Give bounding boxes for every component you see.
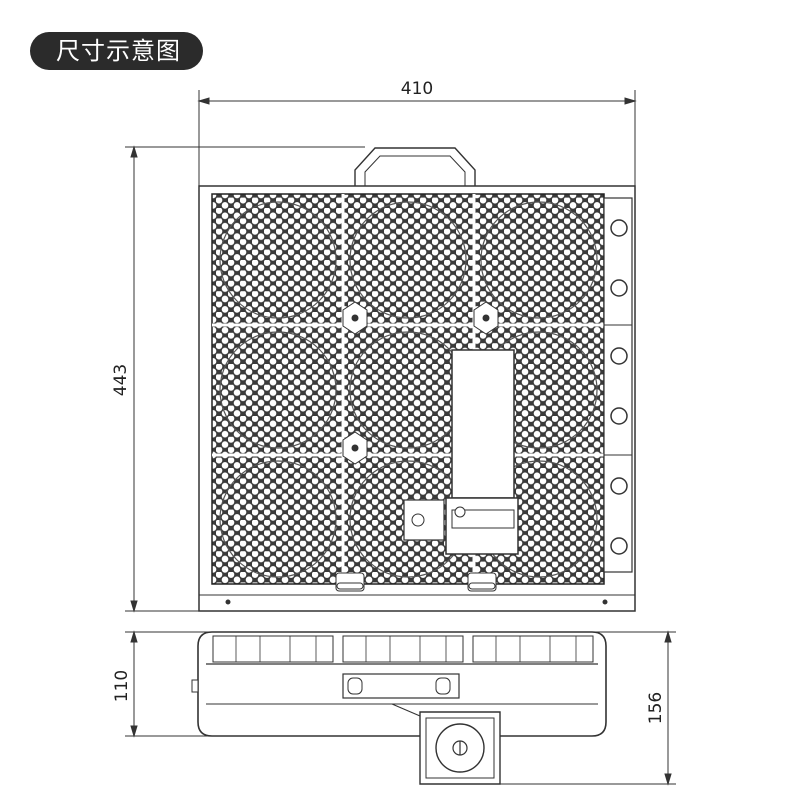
total-depth-dimension xyxy=(500,630,676,786)
height-dimension xyxy=(125,145,365,613)
side-connector xyxy=(610,219,628,237)
side-connector xyxy=(610,537,628,555)
center-bracket xyxy=(451,349,515,499)
side-depth-label: 110 xyxy=(112,670,132,702)
title-badge: 尺寸示意图 xyxy=(30,32,203,70)
side-connector xyxy=(610,477,628,495)
side-depth-dimension xyxy=(125,630,212,738)
title-text: 尺寸示意图 xyxy=(56,37,181,65)
side-view xyxy=(191,631,607,785)
height-label: 443 xyxy=(111,364,131,396)
side-connector xyxy=(610,279,628,297)
total-depth-label: 156 xyxy=(646,692,666,724)
top-handle xyxy=(354,147,476,186)
outer-frame xyxy=(198,185,636,612)
width-dimension xyxy=(197,90,637,186)
side-connector xyxy=(610,407,628,425)
side-connector-strip xyxy=(603,197,633,573)
front-view xyxy=(198,147,636,612)
width-label: 410 xyxy=(401,79,433,99)
side-connector xyxy=(610,347,628,365)
